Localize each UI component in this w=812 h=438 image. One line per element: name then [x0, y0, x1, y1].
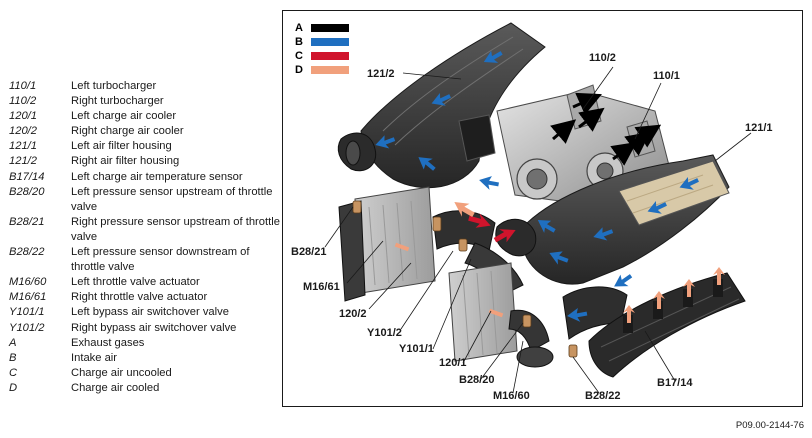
legend-description: Right turbocharger [71, 95, 164, 108]
legend-row: M16/61 Right throttle valve actuator [9, 290, 281, 305]
legend: 110/1 Left turbocharger 110/2 Right turboch… [9, 79, 281, 396]
flow-key: A B C D [295, 22, 349, 76]
legend-description: Right charge air cooler [71, 125, 184, 138]
callout-leader-lines [324, 66, 752, 394]
key-swatch-intake [311, 38, 349, 46]
callout-121-1: 121/1 [745, 122, 773, 134]
legend-description: Charge air cooled [71, 381, 160, 394]
callout-b28-20: B28/20 [459, 374, 494, 386]
legend-code: Y101/1 [9, 306, 45, 319]
legend-row: D Charge air cooled [9, 381, 281, 396]
engine-illustration: A B C D [282, 10, 803, 407]
legend-code: 121/1 [9, 140, 37, 153]
callout-b17-14: B17/14 [657, 377, 693, 389]
legend-code: 121/2 [9, 155, 37, 168]
key-swatch-uncooled [311, 52, 349, 60]
legend-code: B28/22 [9, 246, 45, 259]
legend-row: Y101/1 Left bypass air switchover valve [9, 305, 281, 320]
legend-row: M16/60 Left throttle valve actuator [9, 275, 281, 290]
legend-code: 120/2 [9, 125, 37, 138]
legend-row: B17/14 Left charge air temperature sensor [9, 170, 281, 185]
callout-b28-22: B28/22 [585, 390, 620, 402]
legend-row: B28/22 Left pressure sensor downstream of… [9, 245, 281, 275]
key-letter-a: A [295, 22, 303, 34]
legend-code: 110/2 [9, 95, 37, 108]
callout-121-2: 121/2 [367, 68, 395, 80]
legend-description: Left bypass air switchover valve [71, 306, 229, 319]
legend-row: 110/2 Right turbocharger [9, 94, 281, 109]
key-swatch-cooled [311, 66, 349, 74]
engine-diagram: A B C D [291, 22, 773, 402]
callout-b28-21: B28/21 [291, 246, 326, 258]
key-letter-d: D [295, 64, 303, 76]
callout-labels: 121/2 110/2 110/1 121/1 B28/21 M16/61 12… [291, 52, 773, 402]
legend-description: Left air filter housing [71, 140, 172, 153]
legend-description: Left turbocharger [71, 80, 157, 92]
legend-code: Y101/2 [9, 321, 45, 334]
callout-120-2: 120/2 [339, 308, 367, 320]
callout-m16-61: M16/61 [303, 281, 340, 293]
callout-m16-60: M16/60 [493, 390, 530, 402]
legend-code: M16/60 [9, 276, 47, 289]
legend-row: 120/2 Right charge air cooler [9, 124, 281, 139]
legend-description: Left charge air temperature sensor [71, 170, 243, 183]
callout-y101-1: Y101/1 [399, 343, 434, 355]
cooled-charge-air-arrows [394, 202, 725, 323]
sensors-and-valves [352, 200, 578, 358]
legend-code: B28/21 [9, 215, 45, 228]
legend-code: 120/1 [9, 110, 37, 123]
legend-description: Right air filter housing [71, 155, 180, 168]
intake-air-arrows [375, 50, 699, 322]
legend-description: Left throttle valve actuator [71, 276, 200, 289]
legend-code: D [9, 381, 18, 394]
legend-code: B17/14 [9, 170, 45, 183]
legend-row: Y101/2 Right bypass air switchover valve [9, 321, 281, 336]
left-charge-air-cooler [448, 262, 554, 368]
legend-description: Left charge air cooler [71, 110, 177, 123]
key-letter-b: B [295, 36, 303, 48]
right-air-filter-housing [337, 22, 546, 189]
left-intake-manifold [588, 272, 746, 378]
legend-code: B28/20 [9, 185, 45, 198]
legend-description: Right bypass air switchover valve [71, 321, 237, 334]
legend-row: 110/1 Left turbocharger [9, 79, 281, 94]
legend-description: Left pressure sensor upstream of throttl… [71, 185, 273, 213]
legend-code: M16/61 [9, 291, 47, 304]
legend-description: Charge air uncooled [71, 366, 172, 379]
figure-id: P09.00-2144-76 [735, 420, 804, 431]
legend-code: 110/1 [9, 80, 37, 92]
key-letter-c: C [295, 50, 303, 62]
callout-120-1: 120/1 [439, 357, 467, 369]
legend-row: B28/21 Right pressure sensor upstream of … [9, 215, 281, 245]
legend-row: B28/20 Left pressure sensor upstream of t… [9, 185, 281, 215]
legend-description: Right pressure sensor upstream of thrott… [71, 215, 280, 243]
legend-code: A [9, 336, 17, 349]
legend-code: C [9, 366, 18, 379]
key-swatch-exhaust [311, 24, 349, 32]
uncooled-charge-air-arrows [468, 213, 516, 243]
legend-row: 121/1 Left air filter housing [9, 139, 281, 154]
legend-row: B Intake air [9, 351, 281, 366]
legend-code: B [9, 351, 17, 364]
legend-description: Exhaust gases [71, 336, 145, 349]
legend-row: 121/2 Right air filter housing [9, 154, 281, 169]
left-air-filter-housing [495, 154, 730, 340]
callout-110-1: 110/1 [653, 70, 680, 82]
legend-description: Intake air [71, 351, 118, 364]
callout-y101-2: Y101/2 [367, 327, 402, 339]
legend-row: 120/1 Left charge air cooler [9, 109, 281, 124]
callout-110-2: 110/2 [589, 52, 616, 64]
legend-row: C Charge air uncooled [9, 366, 281, 381]
legend-description: Left pressure sensor downstream of throt… [71, 246, 250, 274]
legend-description: Right throttle valve actuator [71, 291, 208, 304]
legend-row: A Exhaust gases [9, 336, 281, 351]
